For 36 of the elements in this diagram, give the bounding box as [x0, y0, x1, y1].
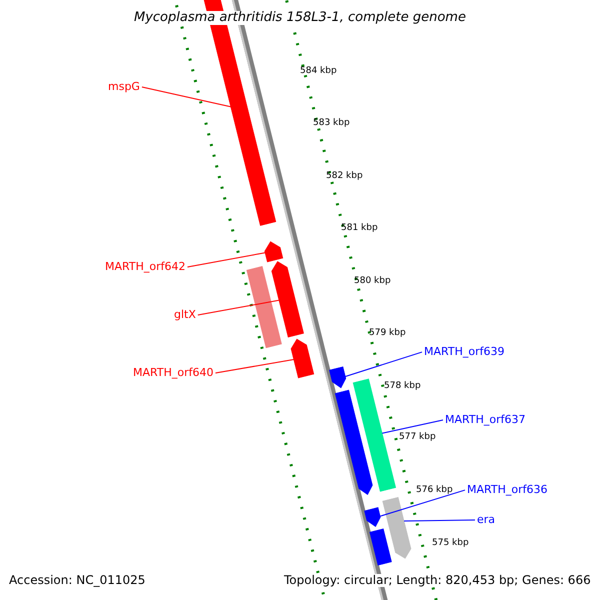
leader-line [141, 86, 232, 108]
gene-label: era [477, 514, 496, 526]
scale-label: 584 kbp [300, 67, 337, 77]
scale-label: 583 kbp [313, 119, 350, 129]
leader-line [382, 420, 444, 434]
scale-label: 579 kbp [369, 329, 406, 339]
scale-label: 578 kbp [384, 382, 421, 392]
gene-feature [382, 497, 412, 559]
gene-feature [271, 261, 304, 338]
leader-line [186, 252, 266, 268]
gene-label: MARTH_orf637 [445, 414, 526, 426]
scale-label: 582 kbp [326, 172, 363, 182]
gene-label: MARTH_orf636 [467, 484, 548, 496]
gene-label: MARTH_orf642 [105, 261, 186, 274]
gene-feature [290, 338, 314, 378]
scale-label: 575 kbp [432, 539, 469, 549]
leader-line [197, 300, 280, 316]
gene-label: mspG [108, 81, 140, 94]
footer-text: Topology: circular; Length: 820,453 bp; Genes: 666 [284, 574, 591, 588]
title: Mycoplasma arthritidis 158L3-1, complete genome [134, 11, 466, 26]
leader-line [344, 352, 422, 377]
footer-text: Accession: NC_011025 [9, 574, 146, 588]
gene-label: MARTH_orf639 [424, 346, 504, 358]
scale-label: 576 kbp [416, 486, 453, 496]
leader-line [214, 358, 294, 374]
scale-label: 580 kbp [354, 277, 391, 287]
leader-line [404, 520, 476, 522]
gene-feature [264, 241, 284, 262]
gene-block [246, 266, 282, 348]
scale-label: 577 kbp [399, 433, 436, 443]
gene-label: gltX [174, 309, 196, 322]
scale-label: 581 kbp [341, 224, 378, 234]
gene-feature [334, 390, 373, 495]
gene-label: MARTH_orf640 [133, 367, 214, 380]
gene-feature [329, 366, 346, 388]
leader-line [380, 490, 466, 517]
